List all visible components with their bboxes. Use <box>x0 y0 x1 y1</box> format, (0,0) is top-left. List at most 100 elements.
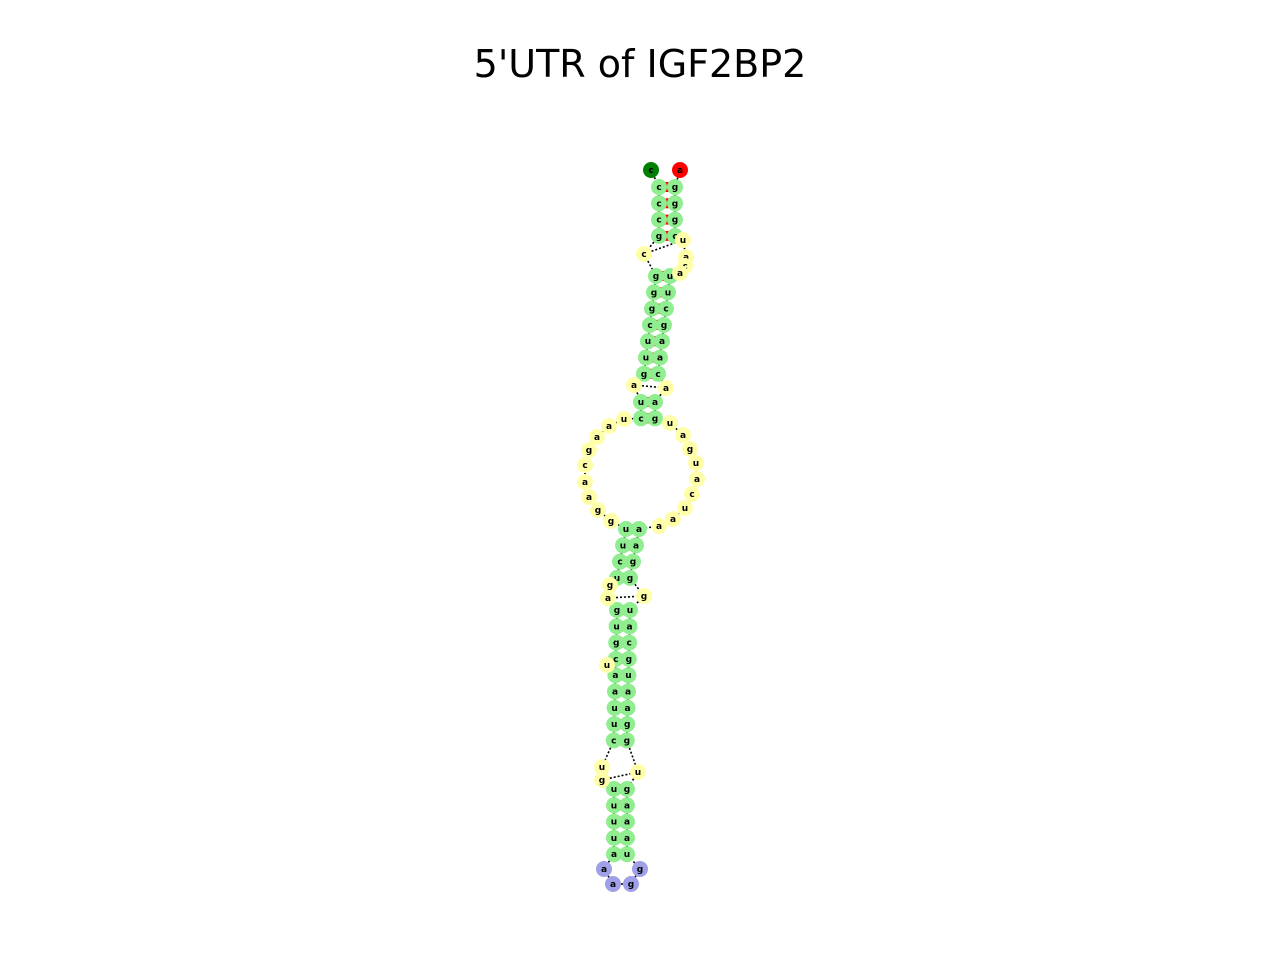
stem-5-left-nt-label: g <box>613 639 619 649</box>
stem-5-right-nt-label: g <box>624 720 630 730</box>
bulge-loop-nt <box>626 377 642 393</box>
five-prime-end-label: c <box>648 166 653 176</box>
hairpin-loop-nt-label: a <box>601 865 607 875</box>
stem-6-left-nt-label: u <box>611 834 617 844</box>
stem-4-left-nt-label: u <box>614 574 620 584</box>
stem-3-left-nt-label: c <box>638 414 643 424</box>
backbone-segment <box>630 868 641 885</box>
multi-loop-nt <box>665 511 681 527</box>
stem-4-left-nt-label: c <box>617 558 622 568</box>
backbone-segment <box>650 169 660 188</box>
interior-loop-nt-label: u <box>599 763 605 773</box>
multi-loop-nt-label: a <box>594 433 600 443</box>
stem-2-right-nt-label: c <box>655 370 660 380</box>
stem-5-right-nt-label: a <box>625 704 631 714</box>
interior-loop-nt-label: g <box>641 592 647 602</box>
multi-loop-nt-label: g <box>687 445 693 455</box>
stem-6-right-nt-label: a <box>624 834 630 844</box>
interior-loop-nt <box>636 246 652 262</box>
stem-1-left-nt <box>651 211 667 228</box>
interior-loop-nt <box>600 590 616 606</box>
stem-4-right-nt <box>631 521 647 537</box>
interior-loop-nt <box>675 232 691 248</box>
stem-4-left-nt-label: u <box>623 525 629 535</box>
stem-4-right-nt-label: g <box>627 574 633 584</box>
hairpin-loop-nt-label: g <box>628 880 634 890</box>
stem-3-right-nt-label: g <box>652 414 658 424</box>
stem-2-left-nt <box>636 365 652 382</box>
stem-5-right-nt <box>618 732 635 749</box>
hairpin-loop-nt-label: g <box>637 865 643 875</box>
stem-5-right-nt-label: u <box>627 606 633 616</box>
stem-4-left-nt <box>615 537 631 554</box>
interior-loop-nt-label: g <box>599 776 605 786</box>
stem-1-right-nt <box>667 211 683 228</box>
stem-6-left-nt-label: u <box>611 785 617 795</box>
stem-1-left-nt-label: c <box>656 199 661 209</box>
interior-loop-nt <box>594 772 610 788</box>
stem-2-right-nt-label: u <box>665 288 671 298</box>
five-prime-end <box>643 162 659 178</box>
stem-5-right-nt <box>621 634 638 651</box>
stem-5-left-nt <box>606 699 623 716</box>
stem-6-left-nt <box>606 813 622 830</box>
stem-2-left-nt-label: g <box>649 305 655 315</box>
multi-loop-nt-label: c <box>689 490 694 500</box>
diagram-title: 5'UTR of IGF2BP2 <box>473 42 807 86</box>
stem-2-left-nt-label: g <box>653 272 659 282</box>
stem-5-left-nt-label: c <box>613 655 618 665</box>
multi-loop-nt <box>675 427 691 443</box>
multi-loop-nt <box>603 513 619 529</box>
stem-5-right-nt <box>620 667 637 684</box>
stem-1-right-nt-label: g <box>672 216 678 226</box>
multi-loop-nt <box>616 411 632 427</box>
stem-5-left-nt-label: u <box>611 720 617 730</box>
backbone-segment <box>654 387 667 403</box>
multi-loop-nt-label: a <box>586 493 592 503</box>
stem-1-right-nt-label: g <box>672 183 678 193</box>
multi-loop-nt <box>682 441 698 457</box>
stem-5-left-nt-label: u <box>611 704 617 714</box>
stem-5-left-nt-label: g <box>614 606 620 616</box>
stem-3-right-nt <box>647 394 663 410</box>
stem-2-left-nt <box>644 300 660 317</box>
interior-loop-nt <box>636 588 652 604</box>
stem-2-left-nt <box>640 333 656 350</box>
stem-2-right-nt <box>650 365 666 382</box>
stem-2-right-nt <box>654 333 670 350</box>
hairpin-loop-nt <box>605 876 621 892</box>
stem-3-left-nt <box>633 410 649 427</box>
bulge-loop-nt-label: a <box>631 381 637 391</box>
multi-loop-nt-label: a <box>656 522 662 532</box>
stem-5-right-nt-label: g <box>626 655 632 665</box>
stem-4-right-nt-label: g <box>630 558 636 568</box>
stem-6-left-nt <box>606 829 622 846</box>
stem-4-left-nt-label: u <box>620 541 626 551</box>
multi-loop-nt <box>688 455 704 471</box>
stem-4-right-nt <box>625 553 641 570</box>
interior-loop-nt <box>594 759 610 775</box>
stem-1-right-nt-label: g <box>672 199 678 209</box>
stem-2-right-nt <box>658 300 674 317</box>
backbone-segment <box>623 417 642 420</box>
multi-loop-nt-label: a <box>670 515 676 525</box>
multi-loop-nt <box>577 474 593 490</box>
stem-1-left-nt <box>651 179 667 195</box>
multi-loop-nt-label: u <box>621 415 627 425</box>
stem-5-left-nt <box>607 683 623 700</box>
multi-loop-nt-label: a <box>606 422 612 432</box>
stem-5-right-nt-label: g <box>624 736 630 746</box>
backbone-segment <box>682 239 687 258</box>
stem-6-right-nt <box>619 797 635 814</box>
stem-6-left-nt <box>606 846 622 863</box>
stem-1-left-nt-label: c <box>656 183 661 193</box>
stem-5-right-nt-label: c <box>627 639 632 649</box>
stem-6-left-nt-label: a <box>611 850 617 860</box>
multi-loop-nt-label: a <box>582 478 588 488</box>
stem-6-left-nt-label: u <box>611 801 617 811</box>
stem-4-left-nt <box>618 521 634 537</box>
stem-5-right-nt <box>622 602 638 618</box>
multi-loop-nt <box>662 415 678 431</box>
stem-3-left-nt <box>633 394 649 410</box>
